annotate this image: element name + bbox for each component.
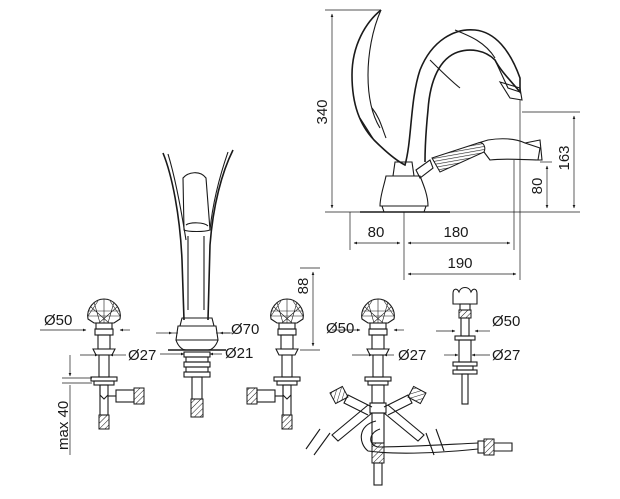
left-rod-diameter-label: Ø27	[128, 347, 156, 364]
swan-spout-side-view	[351, 9, 543, 213]
left-valve-dimensions: Ø50 Ø27 max 40	[40, 312, 156, 455]
spout-height-label: 163	[556, 145, 573, 170]
handshower-dimensions: Ø50 Ø27	[436, 313, 520, 364]
spout-reach-label: 180	[443, 224, 468, 241]
spout-front-view: Ø70 Ø21	[156, 149, 259, 418]
center-rod-diameter-label: Ø27	[398, 347, 426, 364]
max-deck-label: max 40	[55, 401, 72, 450]
above-deck-dimension: 88	[295, 267, 320, 351]
right-valve	[246, 298, 304, 430]
right-rod-diameter-label: Ø27	[492, 347, 520, 364]
spout-rod-diameter-label: Ø21	[225, 345, 253, 362]
handshower-holder	[452, 286, 478, 405]
spout-base-diameter-label: Ø70	[231, 321, 259, 338]
height-total-label: 340	[314, 99, 331, 124]
above-deck-label: 88	[295, 278, 312, 295]
handshower-height-label: 80	[529, 178, 546, 195]
diverter-valve	[305, 298, 513, 486]
dimensions-side-view: 340 163 80 80 180 190	[314, 9, 580, 280]
center-handle-diameter-label: Ø50	[326, 320, 354, 337]
left-valve	[87, 298, 145, 430]
right-handle-diameter-label: Ø50	[492, 313, 520, 330]
base-offset-label: 80	[368, 224, 385, 241]
total-reach-label: 190	[447, 255, 472, 272]
diverter-dimensions: Ø50 Ø27	[326, 320, 426, 364]
left-handle-diameter-label: Ø50	[44, 312, 72, 329]
